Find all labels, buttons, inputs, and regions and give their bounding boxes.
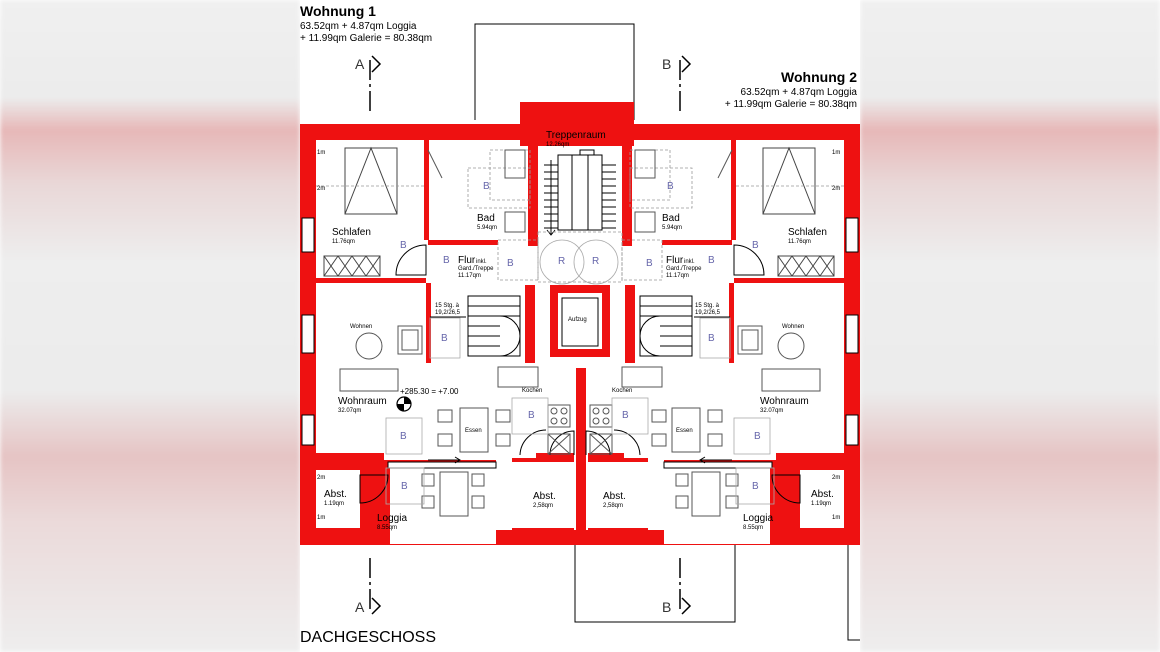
galerie-outlines [316,149,844,283]
marker-b: B [752,481,759,492]
left-abst2-area: 2,58qm [533,503,554,509]
marker-b: B [708,255,715,266]
marker-b: B [646,258,653,269]
doors [359,244,801,504]
blurred-background-right [860,0,1160,652]
right-wohnraum-area: 32.07qm [760,408,784,414]
right-kochen-label: Kochen [612,388,633,394]
left-loggia-height-1m: 1m [317,515,326,521]
left-height-1m: 1m [317,150,326,156]
stair-steps-right: 15 Stg. à [695,303,720,309]
right-wohnraum-label: Wohnraum [760,396,809,407]
left-loggia-area: 8.55qm [377,525,398,531]
right-loggia-height-1m: 1m [832,515,841,521]
marker-b: B [441,333,448,344]
unit1-area-line1: 63.52qm + 4.87qm Loggia [300,21,417,32]
marker-r: R [592,256,600,267]
right-schlafen-area: 11.76qm [788,239,811,245]
right-height-2m: 2m [832,186,841,192]
left-flur-note1: inkl. [476,259,487,265]
right-loggia-height-2m: 2m [832,475,841,481]
right-height-1m: 1m [832,150,841,156]
marker-b: B [708,333,715,344]
marker-b: B [400,240,407,251]
right-loggia-area: 8.55qm [743,525,764,531]
dormer-outlines [474,23,860,641]
floor-label: DACHGESCHOSS [300,629,437,646]
left-loggia-height-2m: 2m [317,475,326,481]
marker-b: B [401,481,408,492]
left-flur-area: 11.17qm [458,273,481,279]
right-flur-note2: Gard./Treppe [666,266,702,272]
stair-ratio-right: 19,2/26,5 [695,310,721,316]
left-schlafen-label: Schlafen [332,227,371,238]
right-schlafen-label: Schlafen [788,227,827,238]
marker-b: B [667,181,674,192]
section-mark-b-bottom: B [662,599,672,615]
level-label: +285.30 = +7.00 [400,387,459,396]
left-wohnen-label: Wohnen [350,324,373,330]
section-mark-a-bottom: A [355,599,365,615]
marker-r: R [558,256,566,267]
marker-b: B [507,258,514,269]
section-mark-b-top: B [662,56,672,72]
left-height-2m: 2m [317,186,326,192]
right-abst-label: Abst. [811,489,834,500]
right-wohnen-label: Wohnen [782,324,805,330]
stair-room-label: Treppenraum [546,130,606,141]
floor-plan-sheet: Wohnung 1 63.52qm + 4.87qm Loggia + 11.9… [300,0,860,652]
left-bad-label: Bad [477,213,495,224]
left-bad-area: 5.94qm [477,225,498,231]
section-arrows [371,55,692,615]
left-kochen-label: Kochen [522,388,543,394]
stairs [467,154,693,357]
left-abst2-label: Abst. [533,491,556,502]
unit2-area-line2: + 11.99qm Galerie = 80.38qm [724,99,857,110]
stair-room-area: 12.26qm [546,142,570,148]
right-essen-label: Essen [676,428,693,434]
right-abst2-area: 2,58qm [603,503,624,509]
unit2-area-line1: 63.52qm + 4.87qm Loggia [740,87,857,98]
stair-ratio-left: 19,2/26,5 [435,310,461,316]
marker-b: B [754,431,761,442]
marker-b: B [752,240,759,251]
right-abst-area: 1.19qm [811,501,832,507]
elevator-car [561,297,599,347]
right-loggia-label: Loggia [743,513,774,524]
left-abst-label: Abst. [324,489,347,500]
marker-b: B [443,255,450,266]
unit2-title: Wohnung 2 [781,69,857,85]
skylights [323,146,835,277]
right-bad-area: 5.94qm [662,225,683,231]
marker-b: B [622,410,629,421]
marker-boxes [385,239,775,505]
stair-steps-left: 15 Stg. à [435,303,460,309]
left-flur-label: Flur [458,255,476,266]
floor-plan-drawing [300,23,860,641]
right-abst2-label: Abst. [603,491,626,502]
furniture [339,149,821,517]
elevator-label: Aufzug [568,317,587,323]
marker-b: B [400,431,407,442]
right-flur-label: Flur [666,255,684,266]
right-flur-area: 11.17qm [666,273,689,279]
left-schlafen-area: 11.76qm [332,239,355,245]
left-flur-note2: Gard./Treppe [458,266,494,272]
left-wohnraum-area: 32.07qm [338,408,362,414]
right-flur-note1: inkl. [684,259,695,265]
level-marker-icon [396,396,412,412]
marker-b: B [483,181,490,192]
blurred-background-left [0,0,300,652]
marker-b: B [528,410,535,421]
unit1-title: Wohnung 1 [300,3,376,19]
left-loggia-label: Loggia [377,513,408,524]
left-wohnraum-label: Wohnraum [338,396,387,407]
left-abst-area: 1.19qm [324,501,345,507]
unit1-area-line2: + 11.99qm Galerie = 80.38qm [300,33,433,44]
right-bad-label: Bad [662,213,680,224]
section-lines [369,60,681,612]
left-essen-label: Essen [465,428,482,434]
section-mark-a-top: A [355,56,365,72]
